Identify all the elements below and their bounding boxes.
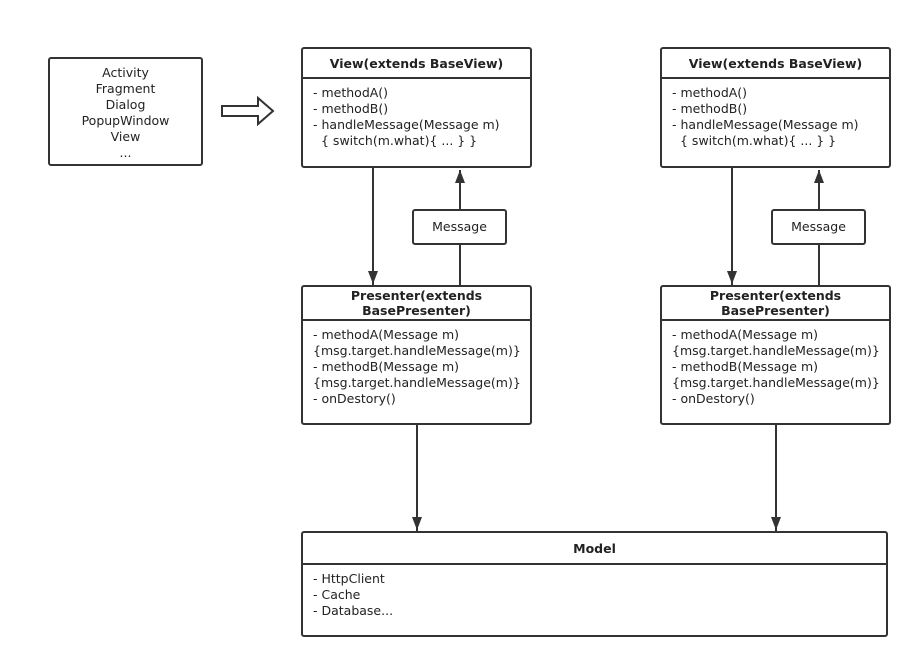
presenter-method: - methodA(Message m) xyxy=(313,327,459,342)
view-method-body: { switch(m.what){ ... } } xyxy=(680,133,837,148)
presenter-title-line: BasePresenter) xyxy=(721,303,830,318)
presenter-method-body: {msg.target.handleMessage(m)} xyxy=(672,375,880,390)
presenter-methods: - methodA(Message m) {msg.target.handleM… xyxy=(662,321,889,407)
component-item: Fragment xyxy=(95,81,156,96)
model-class-box: Model - HttpClient - Cache - Database... xyxy=(301,531,888,637)
presenter-method: - methodA(Message m) xyxy=(672,327,818,342)
arrowhead-view-to-presenter-left xyxy=(368,271,378,284)
message-box-right: Message xyxy=(771,209,866,245)
model-member: - HttpClient xyxy=(313,571,385,586)
message-label: Message xyxy=(791,219,846,234)
component-types-box: Activity Fragment Dialog PopupWindow Vie… xyxy=(48,57,203,166)
presenter-class-box-left: Presenter(extends BasePresenter) - metho… xyxy=(301,285,532,425)
view-title: View(extends BaseView) xyxy=(662,49,889,79)
view-method: - handleMessage(Message m) xyxy=(313,117,500,132)
presenter-method: - methodB(Message m) xyxy=(672,359,819,374)
presenter-title: Presenter(extends BasePresenter) xyxy=(303,287,530,321)
presenter-method-body: {msg.target.handleMessage(m)} xyxy=(313,343,521,358)
model-members: - HttpClient - Cache - Database... xyxy=(303,565,886,619)
view-class-box-left: View(extends BaseView) - methodA() - met… xyxy=(301,47,532,168)
presenter-method-body: {msg.target.handleMessage(m)} xyxy=(313,375,521,390)
component-item: ... xyxy=(119,145,132,160)
component-item: View xyxy=(110,129,141,144)
presenter-class-box-right: Presenter(extends BasePresenter) - metho… xyxy=(660,285,891,425)
component-item: PopupWindow xyxy=(81,113,170,128)
arrowhead-message-to-view-right xyxy=(814,170,824,183)
implements-arrow xyxy=(221,95,275,127)
presenter-methods: - methodA(Message m) {msg.target.handleM… xyxy=(303,321,530,407)
model-member: - Cache xyxy=(313,587,361,602)
arrowhead-presenter-left-to-model xyxy=(412,517,422,530)
view-class-box-right: View(extends BaseView) - methodA() - met… xyxy=(660,47,891,168)
view-title: View(extends BaseView) xyxy=(303,49,530,79)
view-method: - methodB() xyxy=(313,101,389,116)
model-title: Model xyxy=(303,533,886,565)
message-label: Message xyxy=(432,219,487,234)
presenter-title: Presenter(extends BasePresenter) xyxy=(662,287,889,321)
presenter-method-body: {msg.target.handleMessage(m)} xyxy=(672,343,880,358)
message-box-left: Message xyxy=(412,209,507,245)
view-method: - methodA() xyxy=(672,85,748,100)
presenter-method: - onDestory() xyxy=(672,391,755,406)
view-methods: - methodA() - methodB() - handleMessage(… xyxy=(662,79,889,149)
arrowhead-view-to-presenter-right xyxy=(727,271,737,284)
presenter-method: - onDestory() xyxy=(313,391,396,406)
arrowhead-message-to-view-left xyxy=(455,170,465,183)
component-item: Dialog xyxy=(105,97,146,112)
view-method: - handleMessage(Message m) xyxy=(672,117,859,132)
arrowhead-presenter-right-to-model xyxy=(771,517,781,530)
presenter-method: - methodB(Message m) xyxy=(313,359,460,374)
view-method-body: { switch(m.what){ ... } } xyxy=(321,133,478,148)
component-item: Activity xyxy=(102,65,149,80)
view-method: - methodA() xyxy=(313,85,389,100)
view-method: - methodB() xyxy=(672,101,748,116)
presenter-title-line: BasePresenter) xyxy=(362,303,471,318)
presenter-title-line: Presenter(extends xyxy=(350,288,483,303)
presenter-title-line: Presenter(extends xyxy=(709,288,842,303)
model-member: - Database... xyxy=(313,603,394,618)
view-methods: - methodA() - methodB() - handleMessage(… xyxy=(303,79,530,149)
